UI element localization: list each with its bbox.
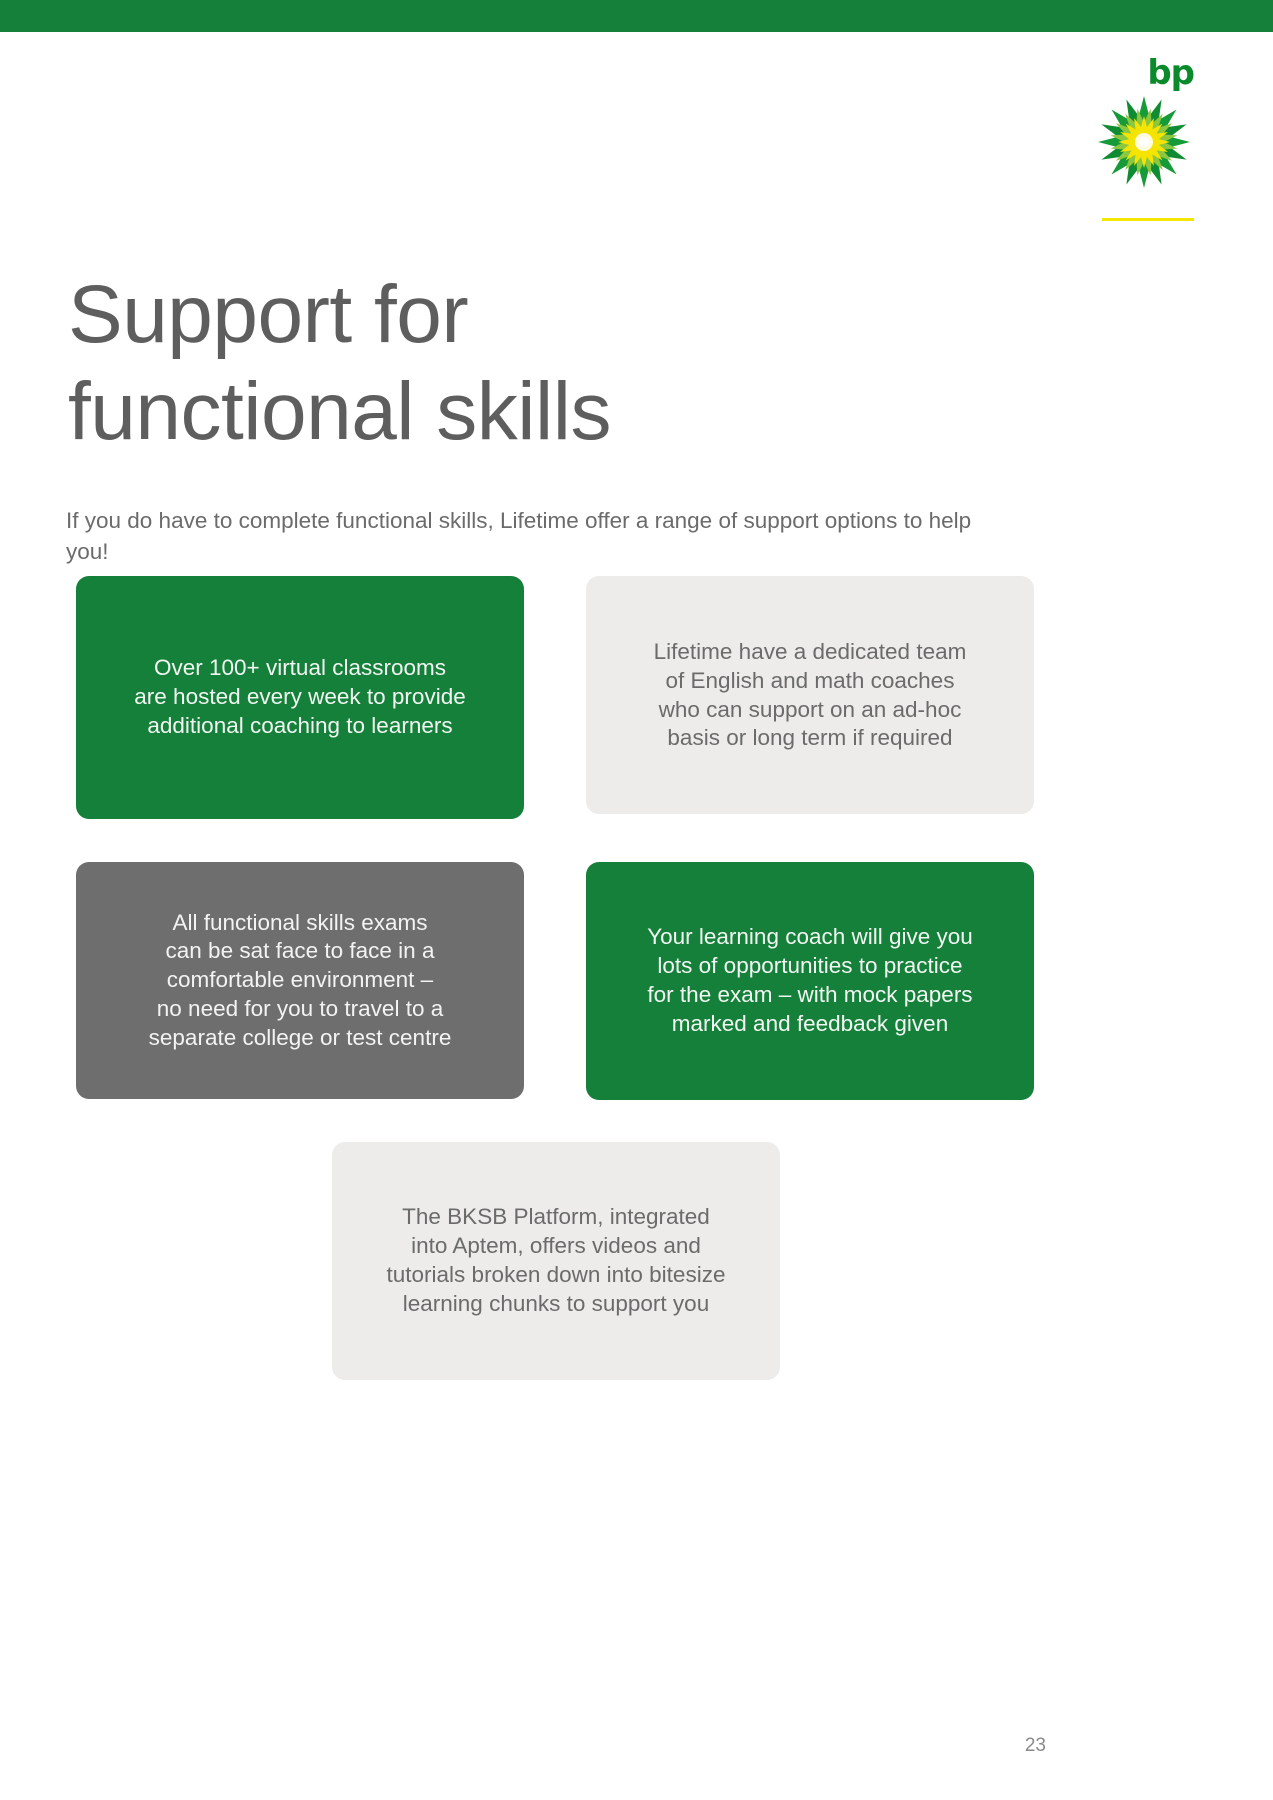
page-number: 23 (1024, 1735, 1046, 1756)
page-title: Support for functional skills (68, 267, 868, 461)
bp-helios-icon (1098, 96, 1190, 188)
card-face-to-face-exams-text: All functional skills exams can be sat f… (148, 909, 452, 1050)
card-mock-papers-text: Your learning coach will give you lots o… (647, 924, 973, 1036)
page-title-line-1: Support for (68, 268, 469, 360)
top-green-bar (0, 0, 1273, 32)
card-coaching-team: Lifetime have a dedicated team of Englis… (586, 576, 1034, 814)
brand-underline-rule (1102, 218, 1194, 221)
card-mock-papers: Your learning coach will give you lots o… (586, 862, 1034, 1100)
bp-wordmark: bp (1147, 53, 1195, 93)
brand-logo-block: bp (1090, 56, 1198, 221)
card-face-to-face-exams: All functional skills exams can be sat f… (76, 862, 524, 1099)
page-title-line-2: functional skills (68, 365, 611, 457)
card-bksb-platform: The BKSB Platform, integrated into Aptem… (332, 1142, 780, 1380)
card-virtual-classrooms: Over 100+ virtual classrooms are hosted … (76, 576, 524, 819)
card-bksb-platform-text: The BKSB Platform, integrated into Aptem… (386, 1204, 726, 1316)
intro-paragraph: If you do have to complete functional sk… (66, 507, 972, 565)
card-coaching-team-text: Lifetime have a dedicated team of Englis… (653, 639, 967, 751)
card-virtual-classrooms-text: Over 100+ virtual classrooms are hosted … (134, 655, 466, 738)
